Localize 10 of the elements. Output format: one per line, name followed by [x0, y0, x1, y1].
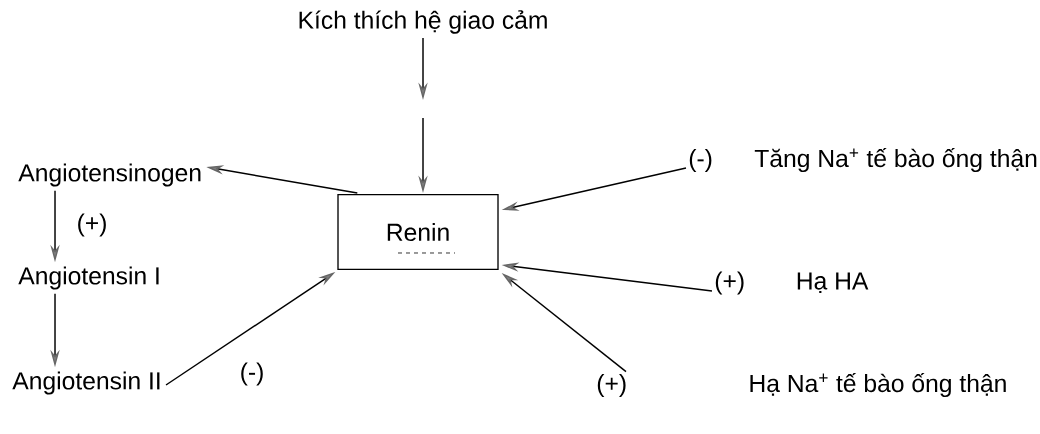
text-label: (-) Tăng Na$^{+}$ tế bào ống thận: [689, 147, 1037, 173]
process-box: Renin: [337, 194, 499, 270]
text-label: Angiotensinogen: [18, 163, 201, 187]
edge-label: (+): [78, 213, 106, 237]
edge-label: (-): [241, 362, 263, 386]
text-label: Angiotensin II: [12, 371, 160, 395]
text-label: (+) Hạ Na$^{+}$ tế bào ống thận: [597, 372, 1006, 398]
text-label: Angiotensin I: [18, 266, 159, 290]
text-label: Kích thích hệ giao cảm: [299, 10, 547, 34]
text-label: (+) Hạ HA: [715, 271, 869, 295]
